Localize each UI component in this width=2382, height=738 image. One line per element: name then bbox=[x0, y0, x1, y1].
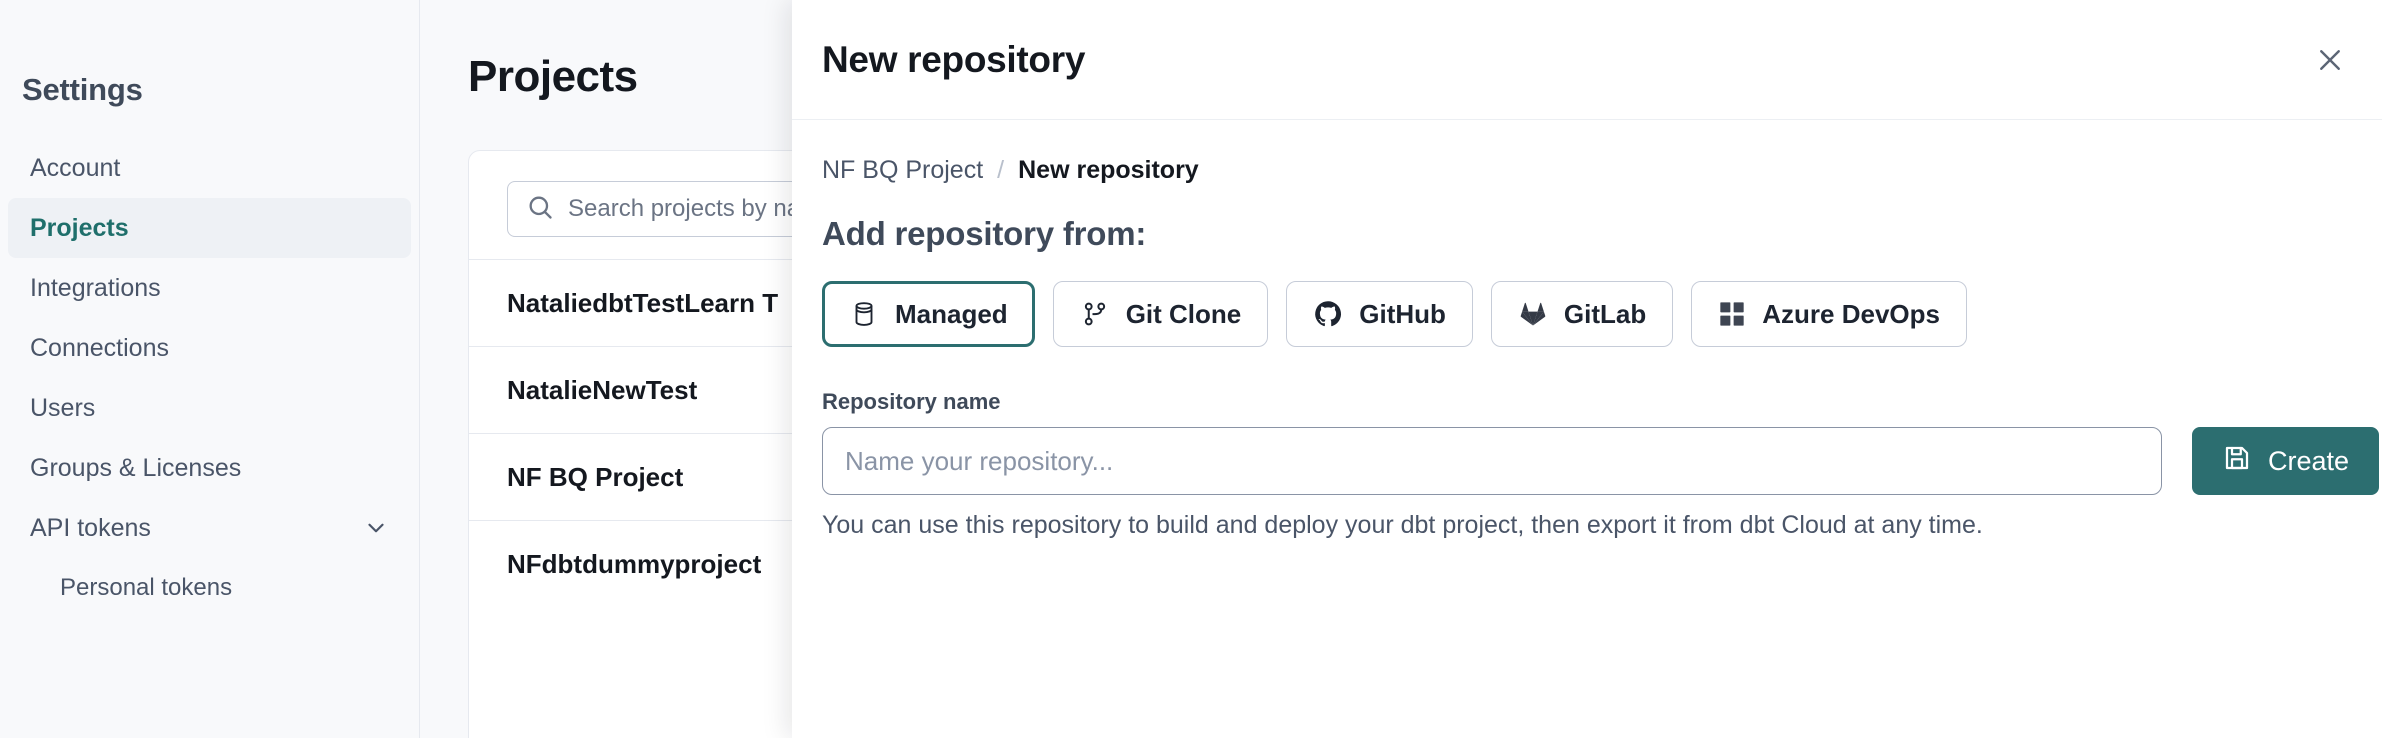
repository-name-row: Create bbox=[822, 427, 2380, 495]
new-repository-modal: New repository NF BQ Project / New repos… bbox=[792, 0, 2382, 738]
sidebar-item-label: Account bbox=[30, 153, 121, 182]
repository-source-github[interactable]: GitHub bbox=[1286, 281, 1473, 347]
gitlab-icon bbox=[1518, 299, 1548, 329]
sidebar-item-integrations[interactable]: Integrations bbox=[8, 258, 411, 318]
repository-source-options: Managed Git Clone GitHub GitLab Azure DevOps bbox=[822, 281, 2352, 347]
git-branch-icon bbox=[1080, 299, 1110, 329]
sidebar-item-label: Groups & Licenses bbox=[30, 453, 242, 482]
project-name: NatalieNewTest bbox=[507, 374, 698, 405]
sidebar-item-personal-tokens[interactable]: Personal tokens bbox=[8, 558, 411, 618]
sidebar-item-users[interactable]: Users bbox=[8, 378, 411, 438]
modal-header: New repository bbox=[792, 0, 2382, 120]
modal-title: New repository bbox=[822, 38, 1086, 80]
breadcrumb-separator: / bbox=[997, 156, 1005, 184]
sidebar-item-account[interactable]: Account bbox=[8, 138, 411, 198]
repository-source-azure-devops[interactable]: Azure DevOps bbox=[1691, 281, 1967, 347]
sidebar-item-api-tokens[interactable]: API tokens bbox=[8, 498, 411, 558]
sidebar-item-label: Connections bbox=[30, 333, 169, 362]
project-name: NF BQ Project bbox=[507, 461, 684, 492]
create-button-label: Create bbox=[2268, 445, 2350, 476]
database-icon bbox=[849, 299, 879, 329]
project-name: NFdbtdummyproject bbox=[507, 548, 762, 579]
repository-source-label: GitLab bbox=[1563, 298, 1647, 329]
repository-source-label: Azure DevOps bbox=[1762, 298, 1940, 329]
page-title: Projects bbox=[468, 52, 638, 101]
create-button[interactable]: Create bbox=[2192, 427, 2380, 495]
add-repository-heading: Add repository from: bbox=[822, 215, 1147, 252]
repository-source-label: GitHub bbox=[1359, 298, 1446, 329]
repository-source-git-clone[interactable]: Git Clone bbox=[1052, 281, 1269, 347]
sidebar-item-label: Integrations bbox=[30, 273, 161, 302]
search-icon bbox=[526, 193, 554, 226]
sidebar-item-label: Projects bbox=[30, 213, 129, 242]
repository-source-gitlab[interactable]: GitLab bbox=[1490, 281, 1674, 347]
save-icon bbox=[2222, 443, 2252, 480]
repository-source-label: Managed bbox=[895, 298, 1008, 329]
repository-helper-text: You can use this repository to build and… bbox=[822, 511, 1983, 539]
sidebar-title: Settings bbox=[22, 72, 143, 107]
project-name: NataliedbtTestLearn T bbox=[507, 287, 779, 318]
sidebar-item-projects[interactable]: Projects bbox=[8, 198, 411, 258]
modal-body: NF BQ Project / New repository Add repos… bbox=[792, 120, 2382, 540]
azure-devops-icon bbox=[1718, 300, 1746, 328]
breadcrumb: NF BQ Project / New repository bbox=[822, 156, 2352, 185]
breadcrumb-current: New repository bbox=[1018, 156, 1199, 184]
search-placeholder: Search projects by na bbox=[568, 195, 801, 222]
sidebar-item-label: Users bbox=[30, 393, 96, 422]
breadcrumb-parent-link[interactable]: NF BQ Project bbox=[822, 156, 984, 184]
sidebar-item-label: Personal tokens bbox=[60, 574, 233, 601]
github-icon bbox=[1313, 299, 1343, 329]
chevron-down-icon[interactable] bbox=[363, 515, 389, 541]
repository-name-input[interactable] bbox=[822, 427, 2162, 495]
close-icon[interactable] bbox=[2308, 38, 2352, 82]
sidebar-item-connections[interactable]: Connections bbox=[8, 318, 411, 378]
sidebar-item-label: API tokens bbox=[30, 513, 151, 542]
sidebar-item-groups-licenses[interactable]: Groups & Licenses bbox=[8, 438, 411, 498]
repository-source-label: Git Clone bbox=[1125, 298, 1242, 329]
repository-name-label: Repository name bbox=[822, 389, 1001, 414]
repository-source-managed[interactable]: Managed bbox=[822, 281, 1035, 347]
